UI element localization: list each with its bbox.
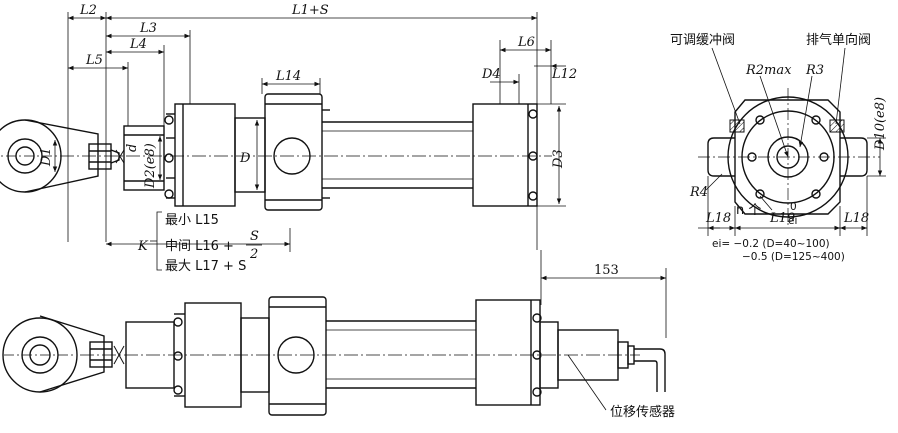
label-D3: D3	[551, 149, 566, 169]
label-mid-S: S	[250, 229, 259, 244]
front-head	[164, 103, 236, 207]
label-L3: L3	[139, 21, 157, 36]
rear-head	[472, 103, 538, 207]
gland	[123, 125, 165, 191]
label-mid-2: 2	[249, 247, 258, 262]
label-K: K	[137, 239, 149, 254]
label-R2max: R2max	[745, 63, 792, 78]
label-displacement-sensor: 位移传感器	[610, 404, 675, 420]
label-L12: L12	[551, 67, 577, 82]
dimension-labels: L2 L1+S L3 L4 L5 L14 L6 D4 L12 D D3 d D2…	[39, 3, 619, 278]
label-vent-check-valve: 排气单向阀	[806, 32, 871, 48]
label-D2e8: D2(e8)	[143, 143, 158, 189]
label-L19: L19	[769, 211, 795, 226]
trunnion-bottom	[268, 296, 327, 416]
rear-head-bottom	[475, 299, 542, 406]
label-L1S: L1+S	[291, 3, 329, 18]
label-D1: D1	[39, 147, 54, 167]
label-ei-sub: ei	[788, 215, 797, 227]
label-D: D	[239, 151, 251, 166]
label-D4: D4	[481, 67, 501, 82]
label-mid-L16: 中间 L16 +	[165, 239, 234, 254]
label-L18-left: L18	[705, 211, 731, 226]
side-view	[698, 88, 880, 226]
label-adjustable-cushion-valve: 可调缓冲阀	[670, 33, 735, 48]
label-R3: R3	[805, 63, 824, 78]
rod-eye-bottom	[2, 315, 105, 393]
label-L14: L14	[275, 69, 301, 84]
side-dimension-lines	[698, 47, 886, 236]
label-L6: L6	[517, 35, 535, 50]
label-min-L15: 最小 L15	[165, 213, 219, 228]
label-ei-range-1: ei= −0.2 (D=40~100)	[712, 238, 830, 250]
label-d: d	[125, 144, 140, 152]
side-view-labels: 可调缓冲阀 排气单向阀 R2max R3 D10(e8) R4 L18 L18 …	[670, 32, 888, 263]
label-153: 153	[594, 263, 619, 278]
label-R4: R4	[689, 185, 708, 200]
displacement-sensor	[539, 321, 666, 411]
label-L4: L4	[129, 37, 147, 52]
label-n-count: n 个	[736, 203, 761, 218]
bottom-view	[2, 296, 666, 416]
label-L5: L5	[85, 53, 103, 68]
top-view	[0, 93, 552, 211]
trunnion	[264, 93, 330, 211]
label-D10e8: D10(e8)	[873, 97, 888, 151]
dimension-lines	[52, 12, 667, 338]
label-L18-right: L18	[843, 211, 869, 226]
label-zero: 0	[790, 201, 797, 213]
lock-nut-bottom	[89, 341, 125, 368]
label-max-L17: 最大 L17 + S	[165, 259, 246, 274]
cylinder-tube	[234, 117, 473, 193]
label-ei-range-2: −0.5 (D=125~400)	[742, 251, 845, 263]
label-L2: L2	[79, 3, 97, 18]
lock-nut	[88, 143, 125, 170]
